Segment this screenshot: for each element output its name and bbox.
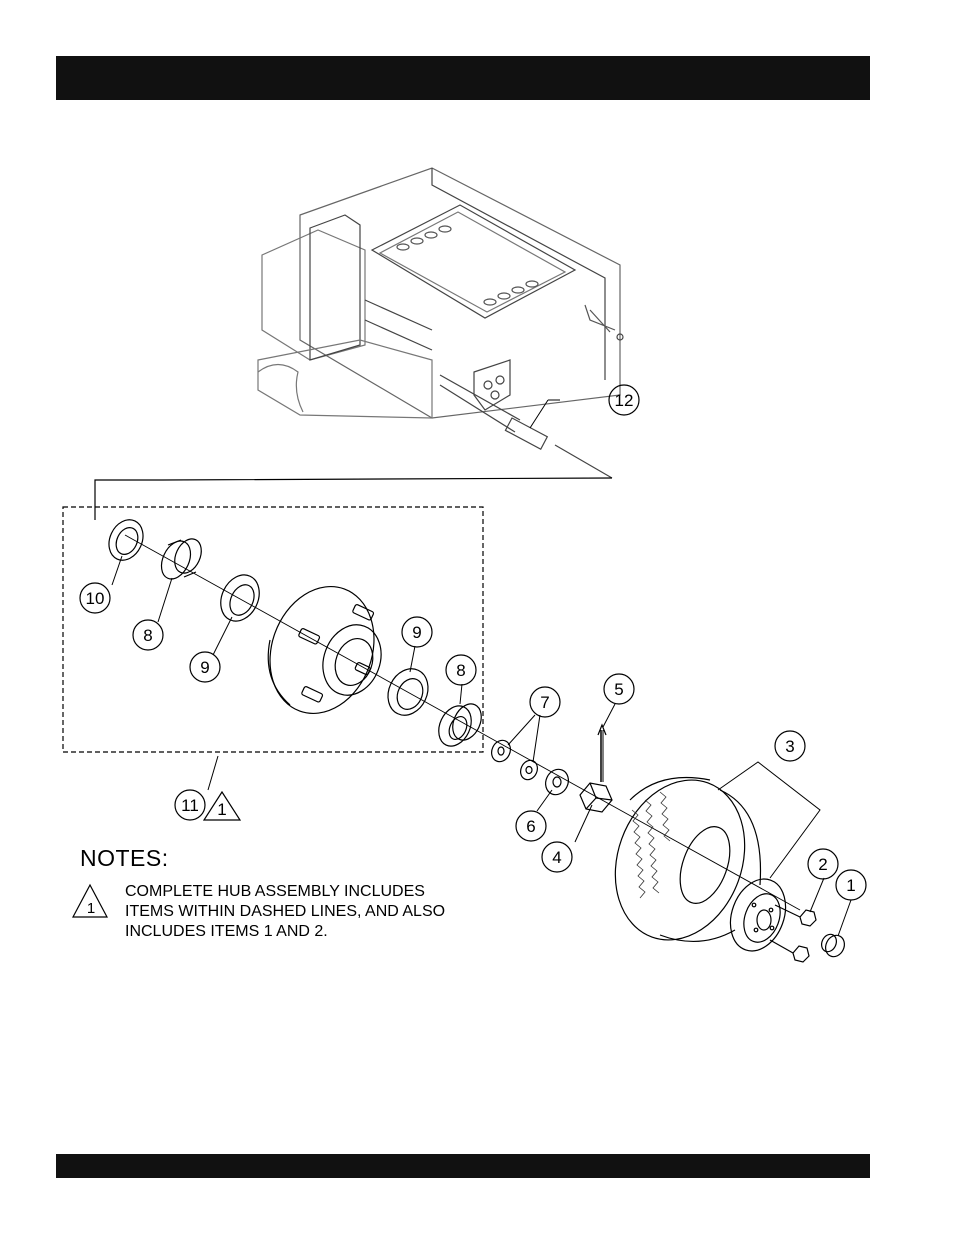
note-text: COMPLETE HUB ASSEMBLY INCLUDES ITEMS WIT… (125, 882, 585, 942)
callout-5: 5 (614, 680, 623, 699)
callout-9-inner: 9 (200, 658, 209, 677)
notes-title: NOTES: (80, 845, 169, 872)
spindle-leader-line (95, 478, 612, 520)
callout-2: 2 (818, 855, 827, 874)
callout-10: 10 (86, 589, 105, 608)
tire-and-wheel-part (594, 762, 795, 959)
callout-6: 6 (526, 817, 535, 836)
note-triangle-marker: 1 (70, 883, 110, 921)
callout-3: 3 (785, 737, 794, 756)
outer-bearing-cone-part (433, 699, 487, 751)
inner-bearing-cup-part (214, 569, 267, 628)
callout-12: 12 (615, 391, 634, 410)
callout-1: 1 (846, 876, 855, 895)
dust-cap-part (819, 932, 848, 960)
lug-nut-part (770, 905, 816, 962)
callout-9-outer: 9 (412, 623, 421, 642)
trailer-frame-illustration (258, 168, 623, 478)
callout-markers (80, 385, 866, 900)
washer-part (488, 737, 540, 782)
callout-leader-lines (112, 400, 851, 936)
callout-11: 11 (181, 796, 199, 815)
callout-4: 4 (552, 848, 561, 867)
callout-7: 7 (540, 693, 549, 712)
castle-nut-part (580, 783, 612, 812)
callout-11-note-marker: 1 (217, 800, 226, 819)
cotter-pin-part (598, 725, 606, 782)
callout-8-outer: 8 (456, 661, 465, 680)
grease-seal-part (103, 514, 150, 566)
flat-washer-part (542, 766, 573, 799)
wheel-hub-part (253, 572, 391, 728)
callout-8-inner: 8 (143, 626, 152, 645)
note-marker-number: 1 (87, 900, 95, 917)
assembly-axis-line (125, 535, 800, 910)
